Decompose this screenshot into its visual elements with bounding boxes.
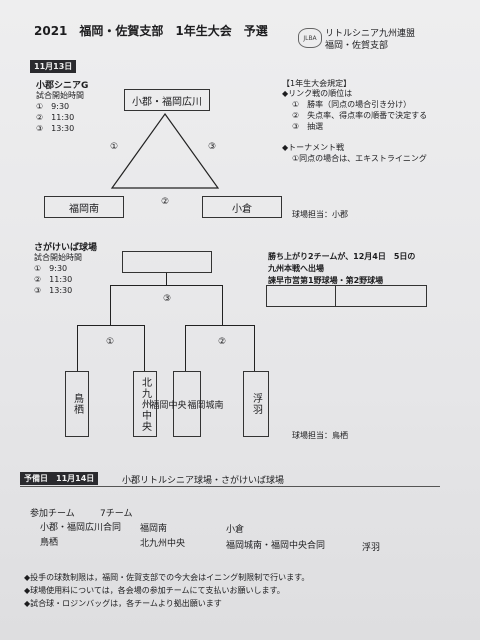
rules-tournament-head: ◆トーナメント戦 <box>282 143 345 152</box>
venue-b-name: さがけいば球場 <box>34 243 98 253</box>
divider <box>20 486 440 487</box>
federation-logo: JLBA <box>298 28 322 48</box>
bracket-line <box>110 285 223 286</box>
team-box-kokura: 小倉 <box>202 196 282 218</box>
venue-b-time-1: ① 9:30 <box>34 264 68 273</box>
participant-team: 北九州中央 <box>140 539 186 549</box>
team-box-kitakyushu-chuo: 北九州中央 <box>133 371 157 437</box>
venue-b-time-2: ② 11:30 <box>34 275 73 284</box>
bracket-line <box>110 285 111 325</box>
reserve-day-date: 11月14日 <box>56 474 95 483</box>
team-box-tosu: 鳥栖 <box>65 371 89 437</box>
bracket-line <box>77 325 78 371</box>
bracket-match-label-2: ② <box>218 337 227 347</box>
team-box-fukuoka-minami: 福岡南 <box>44 196 124 218</box>
bracket-line <box>185 325 186 371</box>
note-field-fee: ◆球場使用料については，各会場の参加チームにて支払いお願いします。 <box>24 586 285 595</box>
team-fukuoka-chuo: 福岡中央 <box>150 400 187 411</box>
bracket-line <box>185 325 255 326</box>
venue-b-time-label: 試合開始時間 <box>34 253 82 262</box>
bracket-match-label-3: ③ <box>163 294 172 304</box>
advance-line-1: 勝ち上がり2チームが、12月4日 5日の <box>268 252 416 261</box>
team-box-jonan-chuo: 福岡中央 福岡城南 <box>150 371 224 437</box>
bracket-line <box>222 285 223 325</box>
bracket-match-label-1: ① <box>106 337 115 347</box>
day1-date-bar: 11月13日 <box>30 60 77 73</box>
match-label-2: ② <box>161 197 170 207</box>
rules-league-item-1: ① 勝率（同点の場合引き分け） <box>292 100 412 109</box>
participants-count: 7チーム <box>100 509 133 519</box>
venue-a-time-1: ① 9:30 <box>36 102 70 111</box>
venue-b-time-3: ③ 13:30 <box>34 286 73 295</box>
bracket-line <box>144 325 145 371</box>
reserve-day-label: 予備日 <box>24 474 48 483</box>
rules-tournament-item: ①同点の場合は、エキストライニング <box>292 154 427 163</box>
rules-league-item-3: ③ 抽選 <box>292 122 324 131</box>
bracket-final-box <box>122 251 212 273</box>
participant-team: 福岡南 <box>140 524 168 534</box>
participant-team: 福岡城南・福岡中央合同 <box>226 541 326 551</box>
venue-a-time-label: 試合開始時間 <box>36 91 84 100</box>
participants-label: 参加チーム <box>30 509 75 519</box>
rules-league-head: ◆リンク戦の順位は <box>282 89 353 98</box>
bracket-line <box>77 325 145 326</box>
bracket-line <box>254 325 255 371</box>
team-fukuoka-jonan: 福岡城南 <box>187 400 224 411</box>
advance-line-2: 九州本戦へ出場 <box>268 264 324 273</box>
page-title: 2021 福岡・佐賀支部 1年生大会 予選 <box>34 24 268 38</box>
note-pitch-limit: ◆投手の球数制限は，福岡・佐賀支部での今大会はイニング制限制で行います。 <box>24 573 310 582</box>
advance-line-3: 諫早市営第1野球場・第2野球場 <box>268 276 384 285</box>
venue-a-time-2: ② 11:30 <box>36 113 75 122</box>
venue-b-umpire: 球場担当：鳥栖 <box>292 431 348 440</box>
match-label-3: ③ <box>208 142 217 152</box>
org-name: リトルシニア九州連盟 <box>325 29 416 39</box>
venue-a-time-3: ③ 13:30 <box>36 124 75 133</box>
participant-team: 浮羽 <box>362 543 381 553</box>
team-box-ogori-hirokawa: 小郡・福岡広川 <box>124 89 210 111</box>
advance-box-1 <box>266 285 336 307</box>
participant-team: 小倉 <box>226 525 245 535</box>
venue-a-umpire: 球場担当：小郡 <box>292 210 348 219</box>
participant-team: 鳥栖 <box>40 538 59 548</box>
reserve-day-venues: 小郡リトルシニア球場・さがけいば球場 <box>122 476 285 486</box>
org-branch: 福岡・佐賀支部 <box>325 41 389 51</box>
rules-league-item-2: ② 失点率、得点率の順番で決定する <box>292 111 428 120</box>
bracket-line <box>166 273 167 285</box>
league-triangle <box>110 112 220 189</box>
venue-a-name: 小郡シニアG <box>36 81 89 91</box>
match-label-1: ① <box>110 142 119 152</box>
note-balls-rosin: ◆試合球・ロジンバッグは，各チームより拠出願います <box>24 599 222 608</box>
rules-title: 【1年生大会規定】 <box>282 79 352 88</box>
team-box-ukiha: 浮羽 <box>243 371 269 437</box>
participant-team: 小郡・福岡広川合同 <box>40 523 122 533</box>
advance-box-2 <box>335 285 427 307</box>
reserve-day-bar: 予備日 11月14日 <box>20 472 99 485</box>
